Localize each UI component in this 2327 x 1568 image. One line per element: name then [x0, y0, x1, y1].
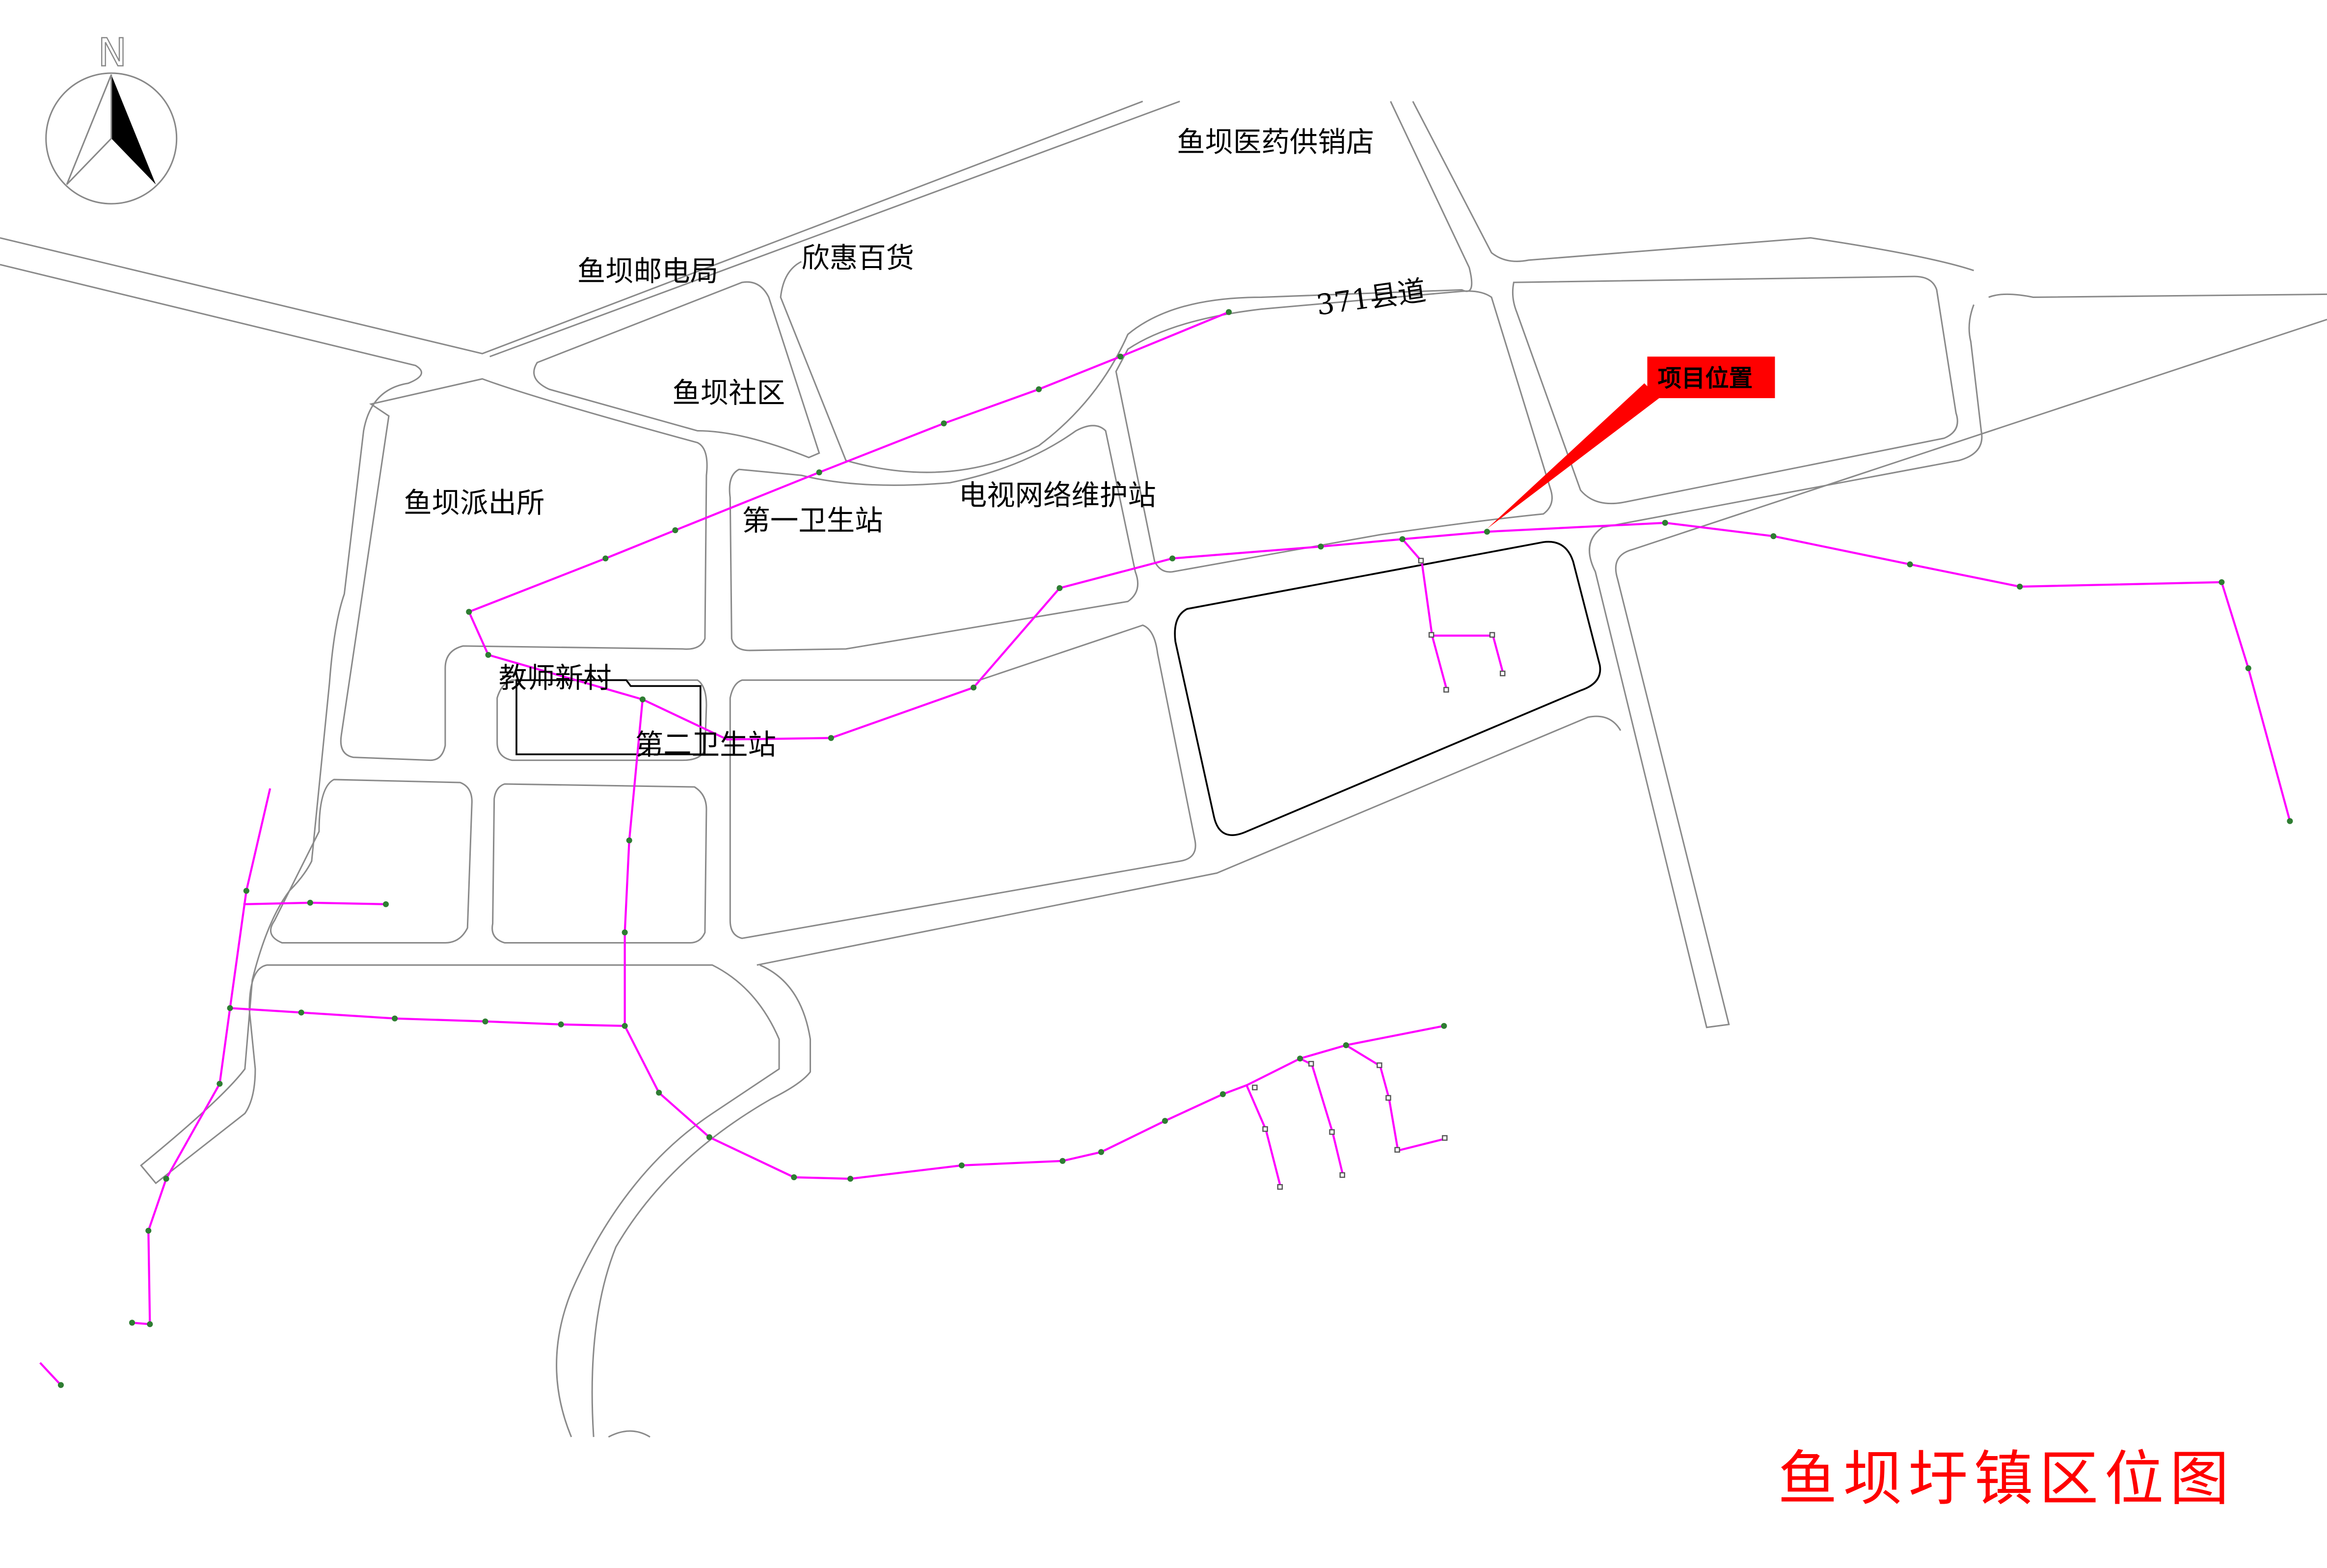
- label-community: 鱼坝社区: [672, 377, 785, 409]
- roads: [0, 101, 2327, 1438]
- pipelines: [39, 309, 2293, 1388]
- label-tv-station: 电视网络维护站: [959, 479, 1156, 512]
- teachers-village-outline: [515, 679, 702, 756]
- project-location-tag: 项目位置: [1658, 365, 1753, 392]
- map-title: 鱼坝圩镇区位图: [1778, 1444, 2235, 1514]
- north-arrow-icon: N: [45, 29, 178, 205]
- project-location-marker: 项目位置: [1487, 356, 1775, 529]
- label-police: 鱼坝派出所: [404, 487, 544, 519]
- label-pharmacy: 鱼坝医药供销店: [1177, 126, 1374, 159]
- label-teachers-village: 教师新村: [499, 662, 612, 695]
- label-clinic-2: 第二卫生站: [635, 729, 776, 761]
- label-department-store: 欣惠百货: [801, 242, 914, 274]
- project-site-outline: [1174, 541, 1601, 836]
- north-label: N: [98, 30, 127, 75]
- label-post-office: 鱼坝邮电局: [577, 255, 718, 288]
- label-clinic-1: 第一卫生站: [742, 504, 883, 537]
